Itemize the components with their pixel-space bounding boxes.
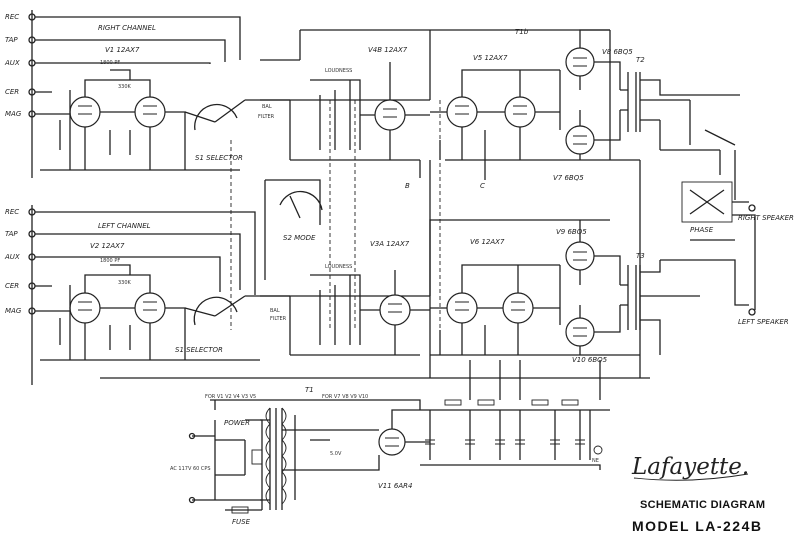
- svg-text:C: C: [480, 182, 485, 190]
- jack-label-cer-left: CER: [5, 282, 19, 290]
- tube-v8-label: V8 6BQ5: [602, 48, 633, 56]
- tube-v6a: [504, 96, 536, 128]
- svg-text:BAL: BAL: [262, 104, 272, 110]
- tube-v5: [446, 96, 478, 128]
- jack-label-aux-left: AUX: [4, 253, 20, 261]
- jack-label-rec-right: REC: [5, 13, 19, 21]
- mode-label: S2 MODE: [283, 234, 316, 242]
- tube-v11-rectifier: [378, 428, 406, 456]
- tube-v10-label: V10 6BQ5: [572, 356, 608, 364]
- svg-text:FILTER: FILTER: [270, 316, 287, 322]
- svg-text:FOR V7 V8 V9 V10: FOR V7 V8 V9 V10: [322, 394, 368, 400]
- svg-text:FOR V1 V2 V4 V3 V5: FOR V1 V2 V4 V3 V5: [205, 394, 256, 400]
- tube-v3a-label: V3A 12AX7: [370, 240, 410, 248]
- left-speaker-terminal: [748, 308, 756, 316]
- jack-label-cer-right: CER: [5, 88, 19, 96]
- svg-text:1800 PF: 1800 PF: [100, 60, 120, 66]
- right-input-jacks: REC TAP AUX CER MAG: [4, 13, 36, 118]
- jack-label-tap-right: TAP: [5, 36, 18, 44]
- left-channel-label: LEFT CHANNEL: [98, 222, 151, 230]
- tube-v6-label: V6 12AX7: [470, 238, 505, 246]
- svg-text:1800 PF: 1800 PF: [100, 258, 120, 264]
- tube-v1a: [69, 96, 101, 128]
- title-block: Lafayette. SCHEMATIC DIAGRAM MODEL LA-22…: [631, 454, 765, 534]
- jack-label-mag-right: MAG: [5, 110, 22, 118]
- tube-v9: [565, 241, 595, 271]
- title-line-1: SCHEMATIC DIAGRAM: [640, 499, 765, 511]
- speaker-output-section: PHASE RIGHT SPEAKER LEFT SPEAKER: [660, 150, 794, 326]
- tube-v1-label: V1 12AX7: [105, 46, 140, 54]
- tube-v2a: [69, 292, 101, 324]
- left-speaker-label: LEFT SPEAKER: [738, 318, 789, 326]
- svg-text:LOUDNESS: LOUDNESS: [325, 264, 352, 270]
- selector-label-left: S1 SELECTOR: [175, 346, 223, 354]
- tube-v8: [565, 47, 595, 77]
- fuse-label: FUSE: [232, 518, 251, 526]
- tube-v5-label: V5 12AX7: [473, 54, 508, 62]
- tube-v4b: [374, 99, 406, 131]
- tube-v5b: [502, 292, 534, 324]
- selector-label-right: S1 SELECTOR: [195, 154, 243, 162]
- svg-text:330K: 330K: [118, 280, 132, 286]
- jack-label-rec-left: REC: [5, 208, 19, 216]
- left-input-jacks: REC TAP AUX CER MAG: [4, 208, 36, 315]
- right-channel-label: RIGHT CHANNEL: [98, 24, 156, 32]
- svg-text:FILTER: FILTER: [258, 114, 275, 120]
- jack-label-mag-left: MAG: [5, 307, 22, 315]
- tube-v6b: [446, 292, 478, 324]
- svg-text:BAL: BAL: [270, 308, 280, 314]
- power-supply: FOR V1 V2 V4 V3 V5 FOR V7 V8 V9 V10 T1 5…: [170, 386, 610, 526]
- fuse: [231, 506, 249, 514]
- title-line-2: MODEL LA-224B: [632, 518, 762, 534]
- tube-v7: [565, 125, 595, 155]
- tube-v9-label: V9 6BQ5: [556, 228, 587, 236]
- jack-label-tap-left: TAP: [5, 230, 18, 238]
- mains-label: AC 117V 60 CPS: [170, 466, 211, 472]
- phase-label: PHASE: [690, 226, 714, 234]
- tube-v11-label: V11 6AR4: [378, 482, 412, 490]
- svg-text:LOUDNESS: LOUDNESS: [325, 68, 352, 74]
- jack-label-aux-right: AUX: [4, 59, 20, 67]
- b-plus-label-right: V7 6BQ5: [553, 174, 584, 182]
- left-channel: REC TAP AUX CER MAG LEFT CHANNEL V2 12AX…: [4, 205, 700, 385]
- transformer-t2-right-label: T2: [636, 56, 645, 64]
- mode-switch: S2 MODE: [264, 100, 441, 330]
- right-speaker-label: RIGHT SPEAKER: [738, 214, 794, 222]
- right-speaker-terminal: [748, 204, 756, 212]
- svg-text:T1b: T1b: [515, 28, 529, 36]
- tube-v1b: [134, 96, 166, 128]
- tube-v2b: [134, 292, 166, 324]
- tube-v2-label: V2 12AX7: [90, 242, 125, 250]
- svg-text:B: B: [405, 182, 410, 190]
- brand-logo: Lafayette.: [631, 454, 749, 480]
- tube-v10: [565, 317, 595, 347]
- right-channel: REC TAP AUX CER MAG RIGHT CHANNEL V1 12A…: [4, 10, 740, 330]
- transformer-t1-label: T1: [305, 386, 314, 394]
- svg-text:5.0V: 5.0V: [330, 451, 342, 457]
- selector-switch-right: [194, 103, 238, 131]
- svg-text:NE: NE: [592, 458, 599, 464]
- tube-v3b: [379, 294, 411, 326]
- svg-text:330K: 330K: [118, 84, 132, 90]
- tube-v4b-label: V4B 12AX7: [368, 46, 408, 54]
- power-label: POWER: [224, 419, 250, 427]
